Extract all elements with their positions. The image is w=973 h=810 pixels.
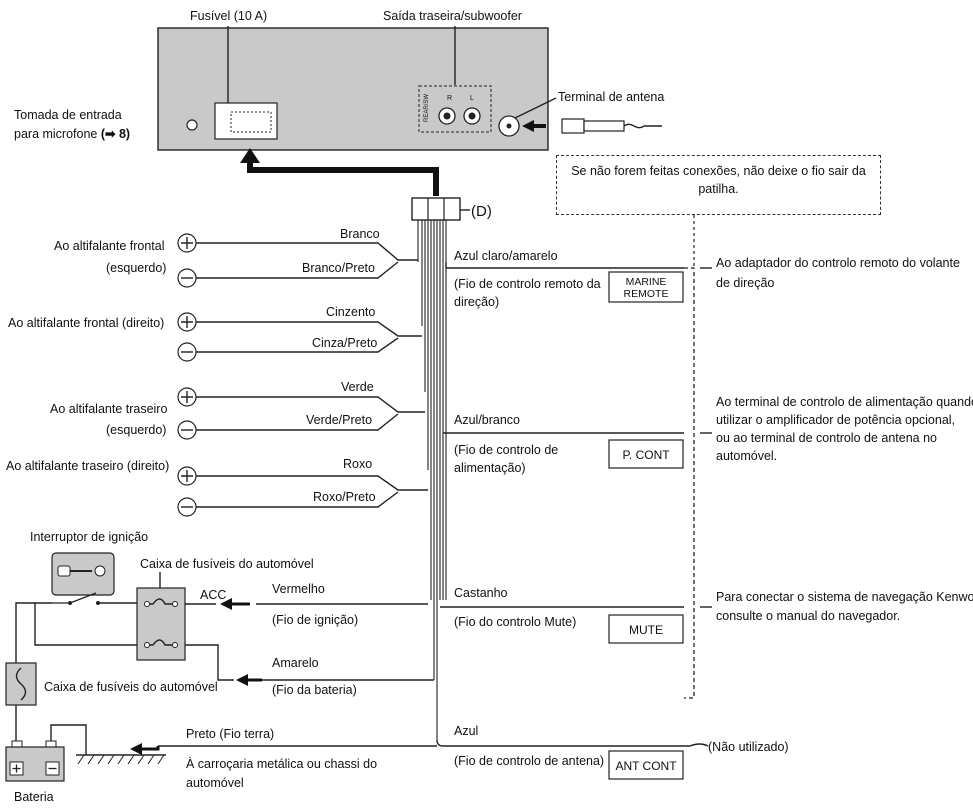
- speaker-target-2: Ao altifalante frontal (direito): [8, 316, 164, 330]
- svg-text:consulte o manual do navegador: consulte o manual do navegador.: [716, 609, 900, 623]
- no-connection-note: Se não forem feitas conexões, não deixe …: [556, 155, 881, 215]
- wire-color-label: Roxo/Preto: [313, 490, 376, 504]
- battery-icon: [5, 740, 65, 782]
- svg-text:(Fio de controlo de antena): (Fio de controlo de antena): [454, 754, 604, 768]
- black-wire-label: Preto (Fio terra): [186, 727, 274, 741]
- speaker-group-rear-right: Ao altifalante traseiro (direito) Roxo R…: [6, 457, 428, 517]
- wire-antenna-control: Azul (Fio de controlo de antena) ANT CON…: [436, 724, 789, 780]
- red-wire-label: Vermelho: [272, 582, 325, 596]
- antenna-terminal-label: Terminal de antena: [558, 90, 664, 104]
- wire-color-label: Azul: [454, 724, 478, 738]
- wire-color-label: Azul claro/amarelo: [454, 249, 558, 263]
- wire-harness: [417, 220, 447, 740]
- rear-output-label: Saída traseira/subwoofer: [383, 9, 522, 23]
- ant-cont-tag: [608, 750, 684, 780]
- wire-color-label: Branco/Preto: [302, 261, 375, 275]
- svg-text:alimentação): alimentação): [454, 461, 526, 475]
- fuse-box-top-label: Caixa de fusíveis do automóvel: [140, 557, 314, 571]
- wire-color-label: Branco: [340, 227, 380, 241]
- red-wire-desc: (Fio de ignição): [272, 613, 358, 627]
- svg-text:REMOTE: REMOTE: [624, 288, 669, 300]
- svg-text:(Não utilizado): (Não utilizado): [708, 740, 789, 754]
- svg-text:automóvel.: automóvel.: [716, 449, 777, 463]
- mic-input-label-1: Tomada de entrada: [14, 108, 122, 122]
- speaker-group-rear-left: Ao altifalante traseiro (esquerdo) Verde…: [50, 380, 425, 440]
- svg-text:(Fio do controlo Mute): (Fio do controlo Mute): [454, 615, 576, 629]
- speaker-target-1b: (esquerdo): [106, 261, 166, 275]
- svg-text:de direção: de direção: [716, 276, 774, 290]
- marine-remote-tag: [608, 271, 684, 303]
- svg-text:MUTE: MUTE: [629, 623, 663, 637]
- wire-color-label: Cinzento: [326, 305, 375, 319]
- connector-d-label: (D): [471, 203, 492, 220]
- svg-text:P. CONT: P. CONT: [622, 448, 670, 462]
- ground-desc-1: À carroçaria metálica ou chassi do: [186, 756, 377, 771]
- wire-color-label: Castanho: [454, 586, 508, 600]
- wire-mute: Castanho (Fio do controlo Mute) MUTE Par…: [440, 586, 973, 644]
- svg-text:ANT CONT: ANT CONT: [615, 759, 677, 773]
- fuse-box-top: [136, 587, 186, 661]
- mute-tag: [608, 614, 684, 644]
- svg-text:L: L: [470, 95, 474, 102]
- speaker-target-3b: (esquerdo): [106, 423, 166, 437]
- wire-color-label: Roxo: [343, 457, 372, 471]
- svg-text:Para conectar o sistema de nav: Para conectar o sistema de navegação Ken…: [716, 590, 973, 604]
- speaker-group-front-right: Ao altifalante frontal (direito) Cinzent…: [8, 305, 422, 362]
- speaker-target-3: Ao altifalante traseiro: [50, 402, 167, 416]
- dashed-bracket: [684, 267, 695, 699]
- wire-color-label: Azul/branco: [454, 413, 520, 427]
- mic-jack-icon: [186, 119, 198, 131]
- ground-symbol-icon: [76, 754, 166, 765]
- svg-text:ou ao terminal de controlo de: ou ao terminal de controlo de antena no: [716, 431, 937, 445]
- svg-text:utilizar o amplificador de pot: utilizar o amplificador de potência opci…: [716, 413, 955, 427]
- ignition-switch-label: Interruptor de ignição: [30, 530, 148, 544]
- key-icon: [57, 565, 106, 577]
- ignition-switch-box: [51, 552, 115, 596]
- yellow-wire-label: Amarelo: [272, 656, 319, 670]
- wire-color-label: Cinza/Preto: [312, 336, 377, 350]
- svg-text:REAR/SW: REAR/SW: [424, 94, 430, 122]
- svg-text:Ao terminal de controlo de ali: Ao terminal de controlo de alimentação q…: [716, 395, 973, 409]
- rear-output-block: [418, 85, 492, 133]
- yellow-wire-desc: (Fio da bateria): [272, 683, 357, 697]
- speaker-group-front-left: Ao altifalante frontal (esquerdo) Branco…: [54, 227, 418, 288]
- speaker-target-4: Ao altifalante traseiro (direito): [6, 459, 169, 473]
- fuse-socket-icon: [214, 102, 278, 140]
- svg-text:(Fio de controlo de: (Fio de controlo de: [454, 443, 558, 457]
- p-cont-tag: [608, 439, 684, 469]
- fuse-label: Fusível (10 A): [190, 9, 267, 23]
- acc-label: ACC: [200, 588, 226, 602]
- svg-text:direção): direção): [454, 295, 499, 309]
- fuse-box-left-label: Caixa de fusíveis do automóvel: [44, 680, 218, 694]
- wire-color-label: Verde/Preto: [306, 413, 372, 427]
- antenna-plug-icon: [561, 118, 585, 134]
- speaker-target-1: Ao altifalante frontal: [54, 239, 165, 253]
- svg-text:R: R: [447, 95, 452, 102]
- svg-text:(Fio de controlo remoto da: (Fio de controlo remoto da: [454, 277, 601, 291]
- ground-desc-2: automóvel: [186, 776, 244, 790]
- wire-color-label: Verde: [341, 380, 374, 394]
- wire-power-control: Azul/branco (Fio de controlo de alimenta…: [443, 395, 973, 475]
- wire-marine-remote: Azul claro/amarelo (Fio de controlo remo…: [445, 249, 960, 309]
- battery-label: Bateria: [14, 790, 54, 804]
- svg-text:Ao adaptador do controlo remot: Ao adaptador do controlo remoto do volan…: [716, 256, 960, 270]
- connector-d: [411, 197, 461, 221]
- mic-input-label-2: para microfone (➡ 8): [14, 127, 130, 141]
- svg-text:MARINE: MARINE: [626, 276, 667, 288]
